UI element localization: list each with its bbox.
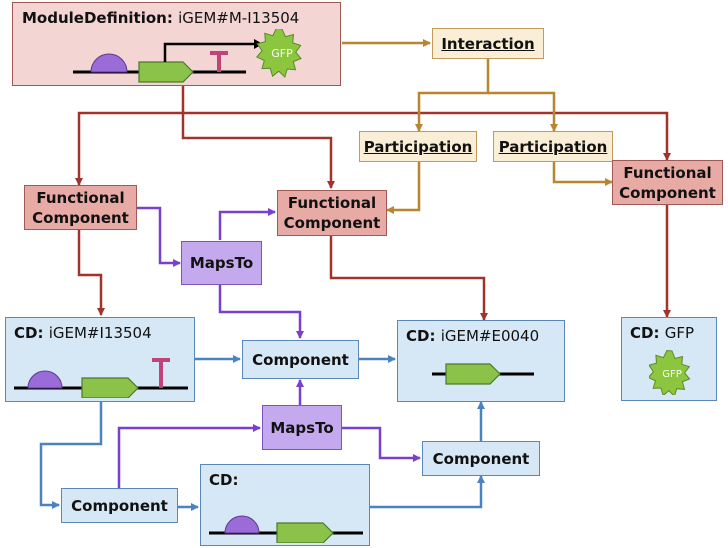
component-definition-box-4: CD: [200,464,370,546]
functional-component-3-line1: Functional [623,163,712,182]
module-definition-glyphs: GFP [73,29,302,83]
cd1-name: iGEM#I13504 [48,324,152,342]
maps-to-label-1: MapsTo [189,254,254,272]
cds-glyph [138,61,194,83]
module-definition-name: iGEM#M-I13504 [178,9,300,27]
cd3-prefix: CD: [630,324,660,342]
mapsto2-to-component2-arrow [342,426,421,462]
interaction-to-participation1-arrow [415,59,490,132]
promoter-glyph [224,515,260,534]
cd2-title: CD: iGEM#E0040 [406,327,539,345]
cd4-glyphs [209,515,363,543]
cd4-title: CD: [209,471,238,489]
module-definition-box: ModuleDefinition: iGEM#M-I13504 GFP [12,2,341,86]
gfp-star-icon [255,29,302,78]
cd3-name: GFP [664,324,694,342]
functional-component-box-2: Functional Component [277,190,387,236]
interaction-label: Interaction [441,34,535,53]
component-label-2: Component [432,449,530,468]
md-to-fc3-arrow [183,111,671,161]
promoter-glyph [27,370,63,389]
component-definition-box-2: CD: iGEM#E0040 [397,320,565,402]
component-definition-box-3: CD: GFP GFP [621,317,717,401]
component-label-3: Component [71,496,168,515]
mapsto1-to-fc2-arrow [218,208,276,240]
cd2-glyphs [432,363,534,385]
cd3-glyphs: GFP [649,349,691,395]
cds-glyph [276,522,334,543]
participation-label-1: Participation [363,137,473,156]
participation-label-2: Participation [498,137,608,156]
component3-to-mapsto2-arrow [117,424,261,488]
mapsto1-to-component1-arrow [218,285,304,339]
module-definition-title: ModuleDefinition: iGEM#M-I13504 [22,9,299,27]
transcription-arrow [163,42,256,62]
cd1-prefix: CD: [14,324,44,342]
promoter-glyph [90,53,128,73]
participation2-to-fc3-arrow [552,162,613,186]
functional-component-box-3: Functional Component [612,160,723,205]
gfp-star-icon [649,349,691,395]
cd2-name: iGEM#E0040 [440,327,540,345]
component-label-1: Component [252,350,349,369]
cd4-prefix: CD: [209,471,239,489]
functional-component-3-line2: Component [619,183,716,202]
cds-glyph [445,363,501,385]
cd1-title: CD: iGEM#I13504 [14,324,152,342]
participation1-to-fc2-arrow [386,162,421,214]
functional-component-1-line2: Component [32,208,129,227]
maps-to-box-2: MapsTo [262,405,342,450]
fc2-to-cd2-arrow [329,236,488,321]
cd1-to-component3-arrow [39,402,103,509]
component-box-2: Component [422,441,540,476]
terminator-glyph [152,358,170,388]
maps-to-box-1: MapsTo [181,241,262,285]
gfp-star-label: GFP [662,369,682,380]
cd2-prefix: CD: [406,327,436,345]
component-box-3: Component [61,488,178,523]
maps-to-label-2: MapsTo [270,418,334,437]
terminator-glyph [210,51,228,72]
functional-component-box-1: Functional Component [24,185,137,230]
interaction-box: Interaction [432,28,544,59]
md-to-fc2-arrow [181,113,335,189]
fc1-to-cd1-arrow [77,230,105,316]
functional-component-2-line2: Component [283,214,381,232]
participation-box-1: Participation [359,131,477,162]
interaction-to-participation2-arrow [488,91,558,132]
cd3-title: CD: GFP [630,324,694,342]
cd4-to-component2-arrow [370,475,485,509]
fc1-to-mapsto1-arrow [137,206,181,267]
functional-component-2-line1: Functional [287,194,377,212]
component-box-1: Component [242,340,359,379]
participation-box-2: Participation [493,131,613,162]
functional-component-1-line1: Functional [36,188,125,207]
cds-glyph [81,377,139,398]
gfp-star-label: GFP [271,47,293,60]
md-to-fc1-arrow [75,86,185,186]
module-definition-prefix: ModuleDefinition: [22,9,173,27]
cd1-glyphs [14,358,188,398]
component-definition-box-1: CD: iGEM#I13504 [5,317,195,402]
